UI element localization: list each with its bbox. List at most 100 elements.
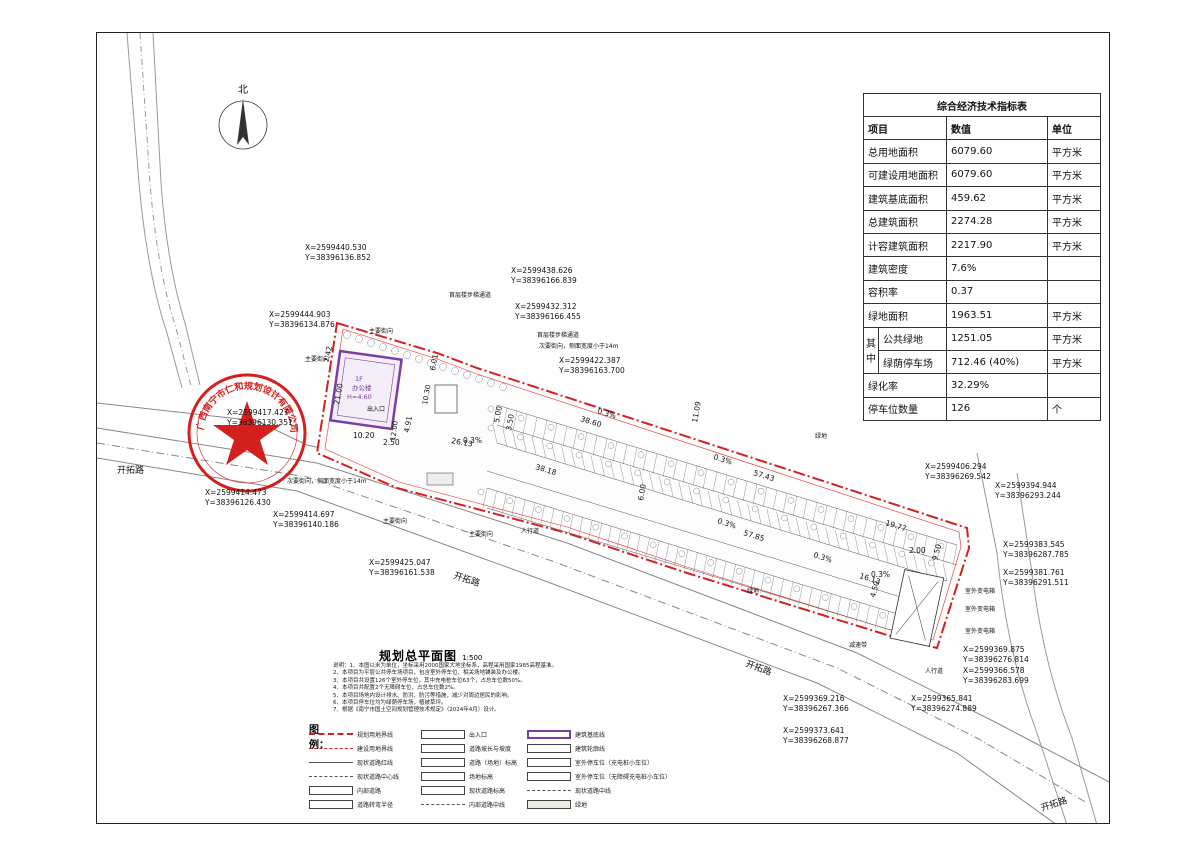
row-unit: 个 xyxy=(1047,396,1101,422)
coord-label: X=2599406.294 xyxy=(925,462,987,471)
tree-icon xyxy=(793,585,800,593)
parking-stall-line xyxy=(511,496,516,517)
parking-stall-line xyxy=(846,599,851,620)
parking-stall-line xyxy=(682,462,688,483)
legend-item: 道路坡长与坡度 xyxy=(421,741,511,755)
note-line: 5、本项目场地内设计排水、防洪、防污等措施，减少对周边居民的影响。 xyxy=(333,692,513,699)
row-value: 1963.51 xyxy=(946,303,1048,328)
coord-label: Y=38396293.244 xyxy=(994,491,1061,500)
parking-stall-line xyxy=(922,535,928,556)
row-unit xyxy=(1047,256,1101,281)
row-item: 绿化率 xyxy=(863,373,947,398)
dim-label: 2.00 xyxy=(909,546,926,555)
parking-stall-line xyxy=(702,555,708,576)
legend-label: 室外停车位（无障碍充电桩小车位） xyxy=(575,773,672,781)
legend-item: 室外停车位（充电桩小车位） xyxy=(527,755,653,769)
legend-item: 出入口 xyxy=(421,727,487,741)
coord-label: X=2599444.903 xyxy=(269,310,331,319)
coord-label: Y=38396287.785 xyxy=(1002,550,1069,559)
parking-stall-line xyxy=(572,429,578,450)
legend-item: 道路转弯半径 xyxy=(309,797,393,811)
existing-road-left xyxy=(126,33,201,389)
parking-stall-line xyxy=(501,493,507,514)
parking-stall-line xyxy=(772,490,778,511)
tree-icon xyxy=(781,514,788,522)
label-stairs-2: 首层楼步梯通道 xyxy=(537,331,579,339)
legend-label: 绿地 xyxy=(575,801,588,809)
row-value: 459.62 xyxy=(946,186,1048,211)
parking-stall-line xyxy=(561,445,566,465)
plan-title: 规划总平面图 1:500 xyxy=(379,647,482,664)
tree-icon xyxy=(822,594,829,601)
parking-stall-line xyxy=(502,408,508,429)
parking-stall-line xyxy=(622,444,628,465)
legend-label: 内部道路中线 xyxy=(469,801,506,809)
parking-stall-line xyxy=(865,605,870,626)
dim-label: 5.00 xyxy=(492,405,504,423)
legend-symbol-icon xyxy=(309,747,353,749)
road-label-bottom-right: 开拓路 xyxy=(1039,794,1068,814)
parking-stall-line xyxy=(862,517,868,538)
row-item: 总建筑面积 xyxy=(863,209,947,234)
legend-label: 道路坡长与坡度 xyxy=(469,745,512,753)
parking-stall-line xyxy=(597,523,602,544)
label-sidewalk-1: 人行道 xyxy=(521,527,539,535)
coord-label: Y=38396126.430 xyxy=(204,498,271,507)
coord-label: X=2599383.545 xyxy=(1003,540,1065,549)
row-unit: 平方米 xyxy=(1047,349,1101,375)
legend-symbol-icon xyxy=(421,729,465,739)
row-value: 6079.60 xyxy=(946,139,1048,164)
tree-icon xyxy=(517,414,525,422)
parking-stall-line xyxy=(760,573,765,594)
parking-stall-line xyxy=(822,505,828,526)
design-notes: 说明：1、本图以米为单位，坐标采用2000国家大地坐标系，高程采用国家1985高… xyxy=(333,663,557,715)
tree-icon xyxy=(637,451,645,458)
table-title: 综合经济技术指标表 xyxy=(863,93,1101,117)
dim-label: 26.13 xyxy=(451,436,474,449)
dim-label: 7.42 xyxy=(322,345,334,363)
legend-item: 现状道路中线 xyxy=(527,783,611,797)
parking-stall-line xyxy=(492,490,497,511)
legend-item: 绿地 xyxy=(527,797,587,811)
parking-stall-line xyxy=(884,611,889,632)
dim-label: 4.50 xyxy=(868,580,881,599)
note-line: 2、本项目为平层公共停车场项目，包含室外停车位、相关场地铺装及办公楼。 xyxy=(333,670,524,677)
tree-icon xyxy=(850,603,858,610)
parking-stall-line xyxy=(864,538,869,558)
sub-label-2: 中 xyxy=(866,354,876,366)
tree-icon xyxy=(879,612,886,619)
tree-icon xyxy=(391,347,399,355)
road-label-middle: 开拓路 xyxy=(452,569,481,589)
dim-label: 3.50 xyxy=(504,413,516,431)
parking-stall-line xyxy=(762,487,768,508)
parking-stall-line xyxy=(805,520,811,540)
parking-stall-line xyxy=(902,529,908,550)
parking-stall-line xyxy=(835,529,840,549)
legend-symbol-icon xyxy=(421,771,465,781)
dim-label: 2.50 xyxy=(383,438,400,447)
parking-stalls xyxy=(482,404,958,644)
row-unit: 平方米 xyxy=(1047,303,1101,328)
coord-label: Y=38396291.511 xyxy=(1002,578,1069,587)
legend-symbol-icon xyxy=(527,799,571,809)
tree-icon xyxy=(477,488,485,496)
tree-icon xyxy=(463,371,471,379)
legend-symbol-icon xyxy=(527,771,571,781)
row-item: 可建设用地面积 xyxy=(863,162,947,188)
coord-label: X=2599369.875 xyxy=(963,645,1025,654)
parking-stall-line xyxy=(766,508,772,528)
legend-symbol-icon xyxy=(309,785,353,795)
row-unit: 平方米 xyxy=(1047,326,1101,351)
tree-icon xyxy=(517,433,524,441)
parking-stall-line xyxy=(722,474,728,496)
legend-symbol-icon xyxy=(527,743,571,753)
tree-icon xyxy=(487,405,495,413)
parking-stall-line xyxy=(530,502,536,523)
dim-label: 21.00 xyxy=(332,382,345,405)
legend-item: 规划用地界线 xyxy=(309,727,393,741)
coord-label: X=2599422.387 xyxy=(559,356,621,365)
